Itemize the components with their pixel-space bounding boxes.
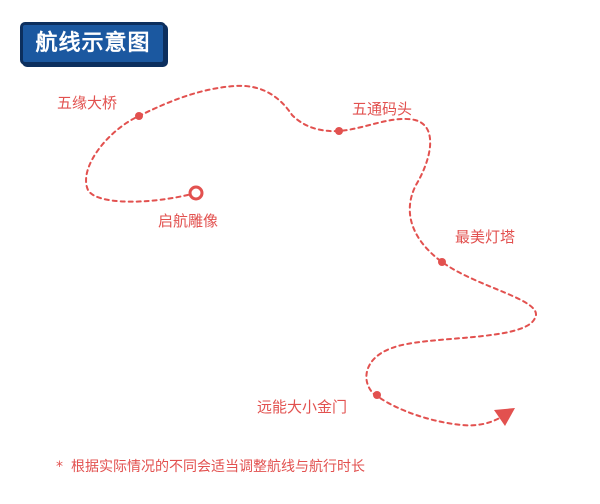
- start-marker: [188, 185, 204, 201]
- islands-marker: [373, 391, 381, 399]
- label-islands: 远能大小金门: [257, 398, 347, 416]
- label-lighthouse: 最美灯塔: [455, 228, 515, 246]
- lighthouse-marker: [438, 258, 446, 266]
- bridge-marker: [135, 112, 143, 120]
- map-title: 航线示意图: [20, 22, 166, 65]
- pier-marker: [335, 127, 343, 135]
- note-text: 根据实际情况的不同会适当调整航线与航行时长: [71, 459, 365, 475]
- label-start: 启航雕像: [158, 212, 218, 230]
- label-bridge: 五缘大桥: [57, 94, 117, 112]
- route-note: * 根据实际情况的不同会适当调整航线与航行时长: [56, 456, 365, 476]
- route-arrow: [494, 408, 515, 426]
- route-line: [85, 84, 537, 427]
- note-marker: *: [56, 459, 63, 475]
- label-pier: 五通码头: [352, 100, 412, 118]
